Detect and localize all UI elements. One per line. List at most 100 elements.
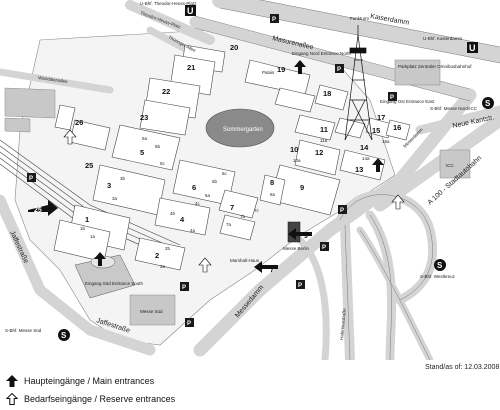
parking-badge[interactable]: P [320, 242, 329, 251]
hall-22[interactable]: 22 [162, 87, 170, 96]
s-bahn-icon[interactable]: S [58, 329, 70, 341]
hall-5a[interactable]: 5a [142, 136, 148, 141]
s-letter: S [61, 331, 67, 340]
hall-12[interactable]: 12 [315, 148, 323, 157]
arrow-25[interactable]: 25 [28, 200, 58, 216]
east-entrance-label: Eingang Ost Entrance East [380, 99, 435, 104]
hall-4b[interactable]: 4b [170, 211, 176, 216]
hall-4[interactable]: 4 [180, 215, 185, 224]
hall-1b[interactable]: 1b [80, 226, 86, 231]
parking-badge[interactable]: P [270, 14, 279, 23]
parking-p: P [182, 285, 186, 291]
direction-arrows: 25 9 7 [28, 60, 405, 274]
u-letter: U [187, 6, 194, 16]
hall-9[interactable]: 9 [300, 183, 304, 192]
hall-7c[interactable]: 7c [254, 208, 260, 213]
hall-17[interactable]: 17 [377, 113, 385, 122]
hall-23[interactable]: 23 [140, 113, 148, 122]
hall-25[interactable]: 25 [85, 161, 93, 170]
hall-20[interactable]: 20 [230, 43, 238, 52]
hall-3[interactable]: 3 [107, 181, 111, 190]
main-entrance-arrow[interactable] [94, 252, 106, 266]
hall-15[interactable]: 15 [372, 126, 380, 135]
marshall-label: Marshall-Haus [230, 258, 260, 263]
hall-16[interactable]: 16 [393, 123, 401, 132]
hall-7[interactable]: 7 [230, 203, 234, 212]
street-halensee: Halenseestraße [339, 308, 347, 341]
arrow-9[interactable]: 9 [288, 228, 312, 240]
parking-badge[interactable]: P [335, 64, 344, 73]
hall-numbers: 20 19 18 21 22 23 26 25 17 16 15 14 13 1… [75, 43, 401, 269]
hall-1[interactable]: 1 [85, 215, 89, 224]
hall-2a[interactable]: 2a [160, 264, 166, 269]
hall-6b[interactable]: 6b [212, 179, 218, 184]
road-edges [194, 0, 500, 360]
hall-4a[interactable]: 4a [190, 228, 196, 233]
hall-5c[interactable]: 5c [160, 161, 166, 166]
hall-26[interactable]: 26 [75, 118, 83, 127]
sommergarten-label: Sommergarten [223, 127, 263, 133]
hall-18[interactable]: 18 [323, 89, 331, 98]
arrow-25-label: 25 [34, 207, 42, 214]
hall-6[interactable]: 6 [192, 183, 196, 192]
legend-main: Haupteingänge / Main entrances [6, 375, 154, 387]
parking-badge[interactable]: P [296, 280, 305, 289]
u-bahn-icon[interactable]: U [185, 5, 196, 16]
messedamm-road [193, 88, 477, 357]
parking-badge[interactable]: P [185, 318, 194, 327]
hall-5[interactable]: 5 [140, 148, 144, 157]
hall-8a[interactable]: 8a [270, 192, 276, 197]
stand-date: Stand/as of: 12.03.2008 [425, 364, 500, 371]
hall-15a[interactable]: 15a [382, 139, 390, 144]
hall-21[interactable]: 21 [187, 63, 195, 72]
hall-11[interactable]: 11 [320, 125, 328, 134]
s-bahn-icon[interactable]: S [434, 259, 446, 271]
parking-p: P [187, 321, 191, 327]
theodor-road [125, 0, 215, 45]
reserve-entrance-arrow[interactable] [391, 194, 405, 210]
parking-badge[interactable]: P [180, 282, 189, 291]
s-bahn-icon[interactable]: S [482, 97, 494, 109]
s-letter: S [437, 261, 443, 270]
hall-6c[interactable]: 6c [222, 171, 228, 176]
hall-3b[interactable]: 3b [120, 176, 126, 181]
hall-13[interactable]: 13 [355, 165, 363, 174]
hall-11a[interactable]: 11a [320, 138, 328, 143]
street-wandalenallee: Wandalenallee [38, 75, 69, 84]
neue-kantstr-road [415, 105, 500, 135]
parking-badge[interactable]: P [388, 92, 397, 101]
hall-14a[interactable]: 14a [362, 156, 370, 161]
reserve-entrance-arrow[interactable] [198, 257, 212, 273]
parking-p: P [29, 176, 33, 182]
main-entrance-arrow[interactable] [294, 60, 306, 74]
hall-2[interactable]: 2 [155, 251, 159, 260]
hall-7a[interactable]: 7a [226, 222, 232, 227]
hall-1a[interactable]: 1a [90, 234, 96, 239]
hall-19[interactable]: 19 [277, 65, 285, 74]
main-entrance-arrow[interactable] [372, 158, 384, 172]
funkturm[interactable] [344, 25, 373, 141]
parking-badge[interactable]: P [27, 173, 36, 182]
hall-2b[interactable]: 2b [165, 246, 171, 251]
hall-6a[interactable]: 6a [205, 193, 211, 198]
hall-10a[interactable]: 10a [293, 158, 301, 163]
arrow-7[interactable]: 7 [254, 261, 278, 274]
hall-14[interactable]: 14 [360, 143, 369, 152]
hall-3a[interactable]: 3a [112, 196, 118, 201]
hall-8[interactable]: 8 [270, 178, 274, 187]
legend-reserve: Bedarfseingänge / Reserve entrances [6, 393, 175, 405]
parking-badge[interactable]: P [338, 205, 347, 214]
reserve-entrance-arrow[interactable] [63, 129, 77, 145]
hall-7b[interactable]: 7b [240, 214, 246, 219]
fairground-map: Sommergarten [0, 0, 500, 360]
sommergarten[interactable] [205, 108, 275, 148]
hall-4c[interactable]: 4c [195, 201, 201, 206]
parking-p: P [340, 208, 344, 214]
hall-shapes [53, 44, 411, 271]
station-kaiserdamm: U-Bhf. Kaiserdamm [423, 36, 463, 41]
venue-labels: Palais Marshall-Haus Messe Berlin ICC Fu… [85, 16, 472, 314]
u-letter: U [469, 43, 476, 53]
hall-5b[interactable]: 5b [155, 144, 161, 149]
hall-10[interactable]: 10 [290, 145, 298, 154]
u-bahn-icon[interactable]: U [467, 42, 478, 53]
